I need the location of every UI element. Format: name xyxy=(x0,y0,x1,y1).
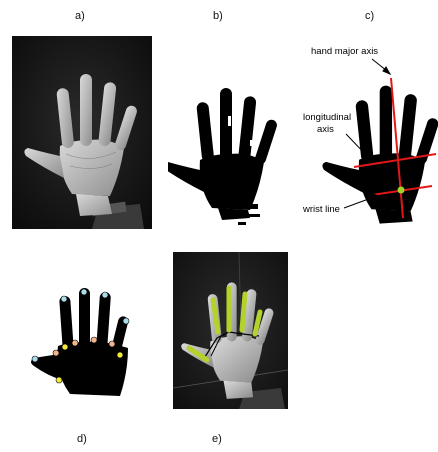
panel-label-b: b) xyxy=(213,10,223,22)
keypoint-base xyxy=(56,377,62,383)
keypoint-base xyxy=(117,352,123,358)
panel-label-c: c) xyxy=(365,10,374,22)
panel-label-d: d) xyxy=(77,433,87,445)
annotation-longitudinal-line1: longitudinal xyxy=(303,112,351,123)
wrist-center-dot xyxy=(398,187,405,194)
keypoint-valley xyxy=(53,350,59,356)
panel-label-a: a) xyxy=(75,10,85,22)
keypoint-tip xyxy=(123,318,129,324)
annotation-hand-major-axis: hand major axis xyxy=(311,46,378,57)
keypoint-valley xyxy=(109,341,115,347)
keypoint-base xyxy=(62,344,68,350)
keypoint-valley xyxy=(91,337,97,343)
panel-label-e: e) xyxy=(212,433,222,445)
panel-e-finger-segments xyxy=(173,252,288,409)
panel-a-hand-photo xyxy=(12,36,152,229)
panel-b-binary-silhouette xyxy=(168,68,280,230)
annotation-wrist-line: wrist line xyxy=(303,204,340,215)
panel-d-keypoints xyxy=(24,284,144,404)
keypoint-tip xyxy=(61,296,67,302)
keypoint-valley xyxy=(72,340,78,346)
keypoint-tip xyxy=(32,356,38,362)
annotation-longitudinal-line2: axis xyxy=(317,124,334,135)
keypoint-tip xyxy=(102,292,108,298)
finger-segment-ring xyxy=(242,294,245,330)
keypoint-tip xyxy=(81,289,87,295)
